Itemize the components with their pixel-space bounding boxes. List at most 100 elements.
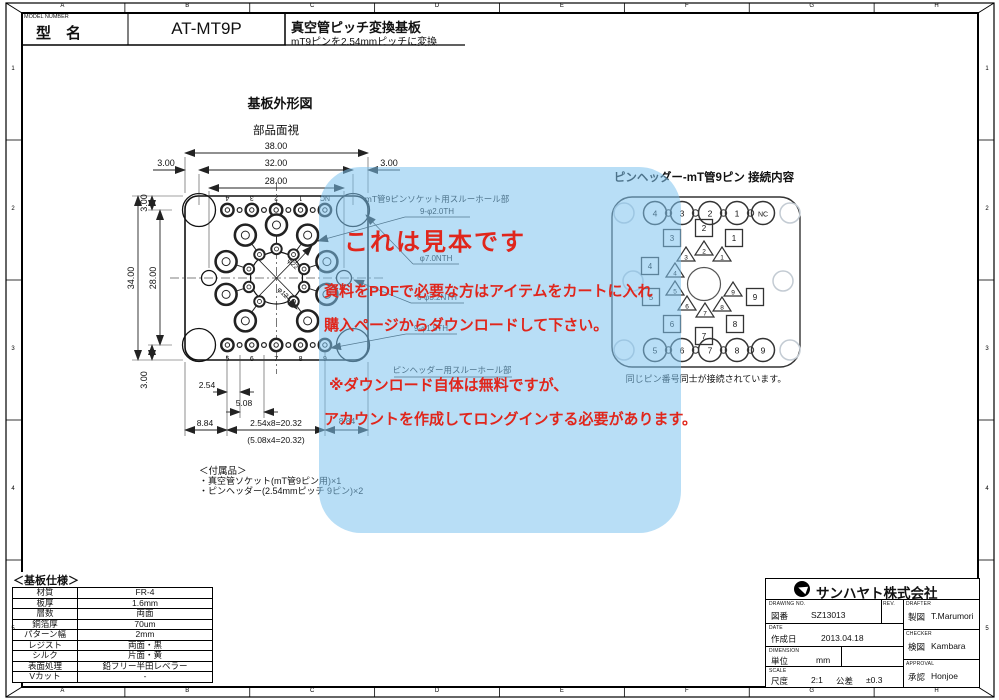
pin-triangle bbox=[711, 245, 733, 262]
board-view-label: 部品面視 bbox=[253, 123, 299, 137]
frame-zone-label: 1 bbox=[985, 66, 989, 72]
frame-zone-label: A bbox=[60, 3, 65, 9]
inner-pad bbox=[242, 262, 256, 276]
drafter-label-en: DRAFTER bbox=[906, 601, 932, 607]
diameter-leaders bbox=[283, 245, 313, 310]
tolerance-value: ±0.3 bbox=[866, 675, 883, 685]
frame-zone-label: G bbox=[809, 3, 815, 9]
header-pad-hole bbox=[273, 342, 279, 348]
socket-pad-hole bbox=[303, 230, 313, 240]
pin-circle bbox=[697, 337, 723, 363]
inner-pad bbox=[287, 248, 300, 261]
svg-text:8.84: 8.84 bbox=[197, 418, 214, 428]
frame-zone-label: D bbox=[434, 3, 440, 9]
drawing-no-value: SZ13013 bbox=[811, 610, 846, 620]
frame-zone-label: 4 bbox=[985, 486, 989, 492]
header-pad bbox=[244, 202, 260, 218]
pin-number: 2 bbox=[702, 249, 706, 256]
pin-triangle bbox=[676, 294, 698, 311]
approval-label: 承認 bbox=[908, 672, 926, 682]
drafter-value: T.Marumori bbox=[931, 611, 974, 621]
socket-pad bbox=[233, 309, 258, 333]
pin-number: 8 bbox=[733, 320, 738, 329]
spec-value: 2mm bbox=[77, 629, 213, 641]
drawing-no-label: 図番 bbox=[771, 611, 789, 621]
pin-number: 5 bbox=[225, 356, 229, 363]
inner-pad-hole bbox=[274, 246, 279, 252]
frame-zone-label: 2 bbox=[985, 206, 989, 212]
title-block: サンハヤト株式会社 DRAWING NO. 図番 SZ13013 REV. DA… bbox=[765, 578, 980, 688]
spec-value: 両面・黒 bbox=[77, 639, 213, 651]
frame-zone-label: 3 bbox=[11, 346, 15, 352]
sample-overlay bbox=[319, 167, 681, 533]
socket-pad bbox=[214, 282, 238, 307]
date-label: 作成日 bbox=[771, 634, 797, 644]
frame-zone-label: 5 bbox=[985, 626, 989, 632]
date-label-en: DATE bbox=[769, 625, 783, 631]
header-block-borders bbox=[21, 12, 465, 46]
header-pad-hole bbox=[249, 342, 255, 348]
header-pad bbox=[268, 337, 284, 353]
svg-text:3.00: 3.00 bbox=[139, 194, 149, 212]
small-hole bbox=[719, 346, 728, 354]
approval-label-en: APPROVAL bbox=[906, 661, 935, 667]
board-title: 基板外形図 bbox=[246, 96, 312, 111]
header-hole bbox=[236, 207, 243, 214]
tolerance-label: 公差 bbox=[836, 676, 854, 686]
inner-pad bbox=[270, 242, 283, 256]
watermark-line: 購入ページからダウンロードして下さい。 bbox=[324, 317, 609, 334]
pin-square bbox=[724, 228, 744, 248]
pin-number: 2 bbox=[274, 194, 278, 201]
spec-row: シルク片面・黄 bbox=[12, 650, 213, 662]
spec-title: ＜基板仕様＞ bbox=[13, 572, 79, 588]
svg-text:2.54: 2.54 bbox=[199, 380, 216, 390]
socket-pad-hole bbox=[240, 230, 250, 240]
svg-text:3.00: 3.00 bbox=[380, 158, 398, 168]
header-pad bbox=[293, 202, 308, 218]
watermark-line: アカウントを作成してロングインする必要があります。 bbox=[324, 411, 698, 428]
pin-number: 9 bbox=[731, 290, 735, 297]
mount-hole bbox=[779, 339, 801, 361]
spec-row: 表面処理鉛フリー半田レベラー bbox=[12, 660, 213, 672]
pin-triangle bbox=[722, 280, 744, 297]
rev-label: REV. bbox=[883, 601, 896, 607]
frame-zone-label: G bbox=[809, 688, 815, 694]
pin-number: 3 bbox=[250, 194, 254, 201]
frame-zone-label: H bbox=[934, 3, 939, 9]
frame-zone-label: 2 bbox=[11, 206, 15, 212]
header-hole bbox=[285, 342, 292, 349]
header-pad-hole bbox=[297, 342, 304, 348]
svg-text:(5.08x4=20.32): (5.08x4=20.32) bbox=[247, 435, 305, 445]
checker-label-en: CHECKER bbox=[906, 631, 932, 637]
spec-label: レジスト bbox=[12, 639, 78, 651]
pin-circle bbox=[697, 200, 723, 226]
pin-square bbox=[694, 326, 714, 346]
header-hole bbox=[260, 342, 267, 349]
spec-value: 両面 bbox=[77, 608, 213, 620]
svg-text:32.00: 32.00 bbox=[265, 158, 288, 168]
model-number-label: MODEL NUMBER bbox=[24, 14, 69, 20]
scale-label-en: SCALE bbox=[769, 668, 787, 674]
svg-text:34.00: 34.00 bbox=[126, 267, 136, 290]
spec-value: FR-4 bbox=[77, 587, 213, 599]
small-hole bbox=[719, 209, 728, 217]
scale-label: 尺度 bbox=[771, 676, 789, 686]
frame-zone-label: C bbox=[310, 688, 315, 694]
spec-label: Vカット bbox=[12, 671, 78, 683]
pin-number: NC bbox=[758, 212, 768, 219]
pin-number: 8 bbox=[299, 356, 303, 363]
svg-text:3.00: 3.00 bbox=[139, 371, 149, 389]
pin-square bbox=[745, 287, 765, 307]
connection-caption: 同じピン番号同士が接続されています。 bbox=[626, 373, 787, 384]
inner-pad-hole bbox=[246, 266, 252, 272]
inner-pad-hole bbox=[291, 252, 296, 257]
socket-pad-hole bbox=[221, 257, 231, 267]
svg-text:28.00: 28.00 bbox=[265, 176, 288, 186]
pin-number: 6 bbox=[685, 304, 689, 311]
pin-number: 9 bbox=[761, 346, 766, 356]
inner-pad-hole bbox=[257, 252, 262, 257]
socket-pad bbox=[233, 223, 258, 247]
